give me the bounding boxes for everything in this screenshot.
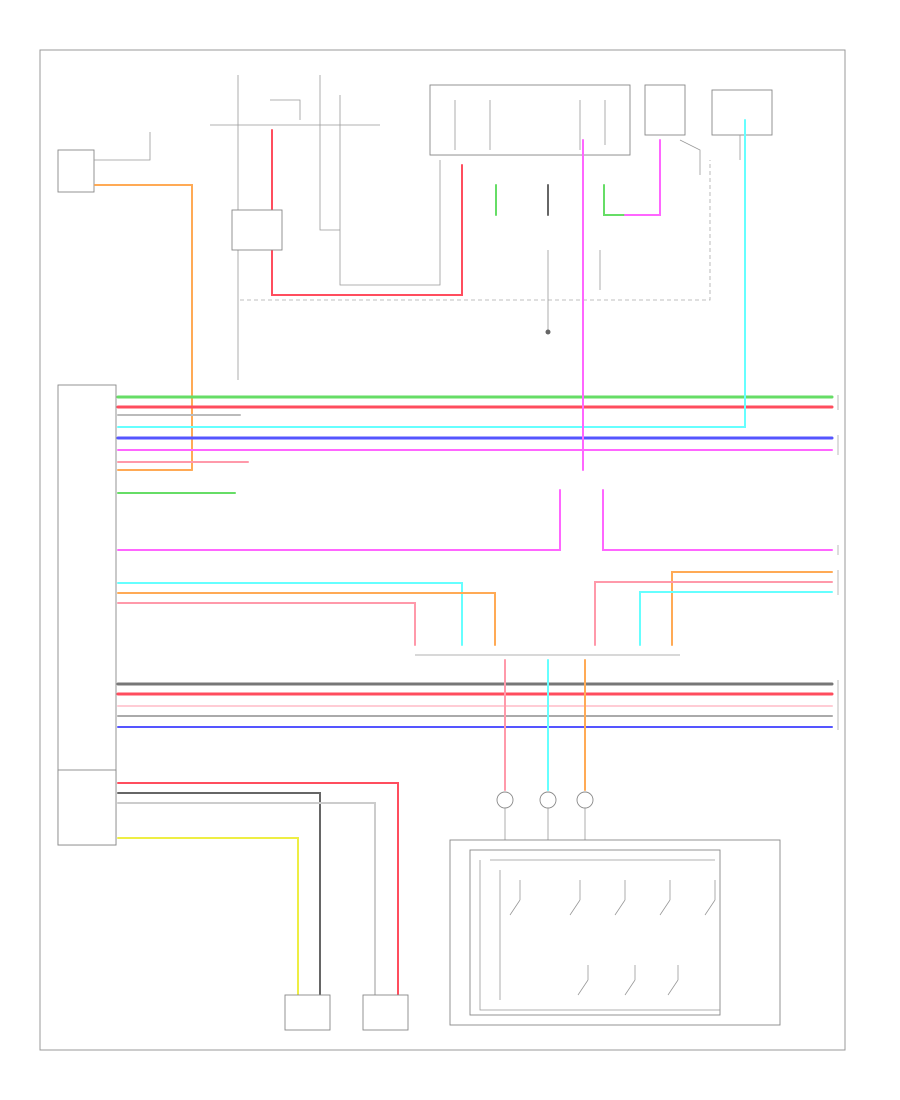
right-speaker (362, 994, 409, 1031)
orange-lead-left (94, 184, 193, 471)
sensor-box (57, 149, 95, 193)
diagram-frame (39, 49, 846, 1051)
bus-wires (116, 119, 834, 791)
top-section (57, 75, 773, 471)
switch-assembly (449, 791, 781, 1026)
green-stub-b (603, 184, 626, 216)
magenta-crossover-left (117, 489, 561, 551)
bus-cyan (117, 119, 746, 428)
orange-mid-left (117, 592, 496, 646)
gray-speaker-lead (117, 802, 376, 996)
cyan-mid-left (117, 582, 463, 646)
bulb-3 (576, 791, 594, 809)
left-speaker (284, 994, 331, 1031)
magenta-crossover-right (602, 489, 833, 551)
red-speaker-lead (117, 782, 399, 996)
yellow-speaker-lead (117, 837, 299, 996)
bulb-1 (496, 791, 514, 809)
control-module (57, 384, 117, 846)
bulb-2 (539, 791, 557, 809)
switch-panel-inner (469, 849, 721, 1016)
magenta-lead-right (624, 139, 661, 216)
speaker-wiring (117, 782, 409, 1031)
cyan-mid-right (639, 591, 833, 646)
orange-mid-right (671, 571, 833, 646)
relay-block (429, 84, 631, 156)
pink-mid-right (594, 581, 833, 646)
pink-mid-left (117, 602, 416, 646)
black-speaker-lead (117, 792, 321, 996)
control-module-lower (57, 769, 117, 846)
